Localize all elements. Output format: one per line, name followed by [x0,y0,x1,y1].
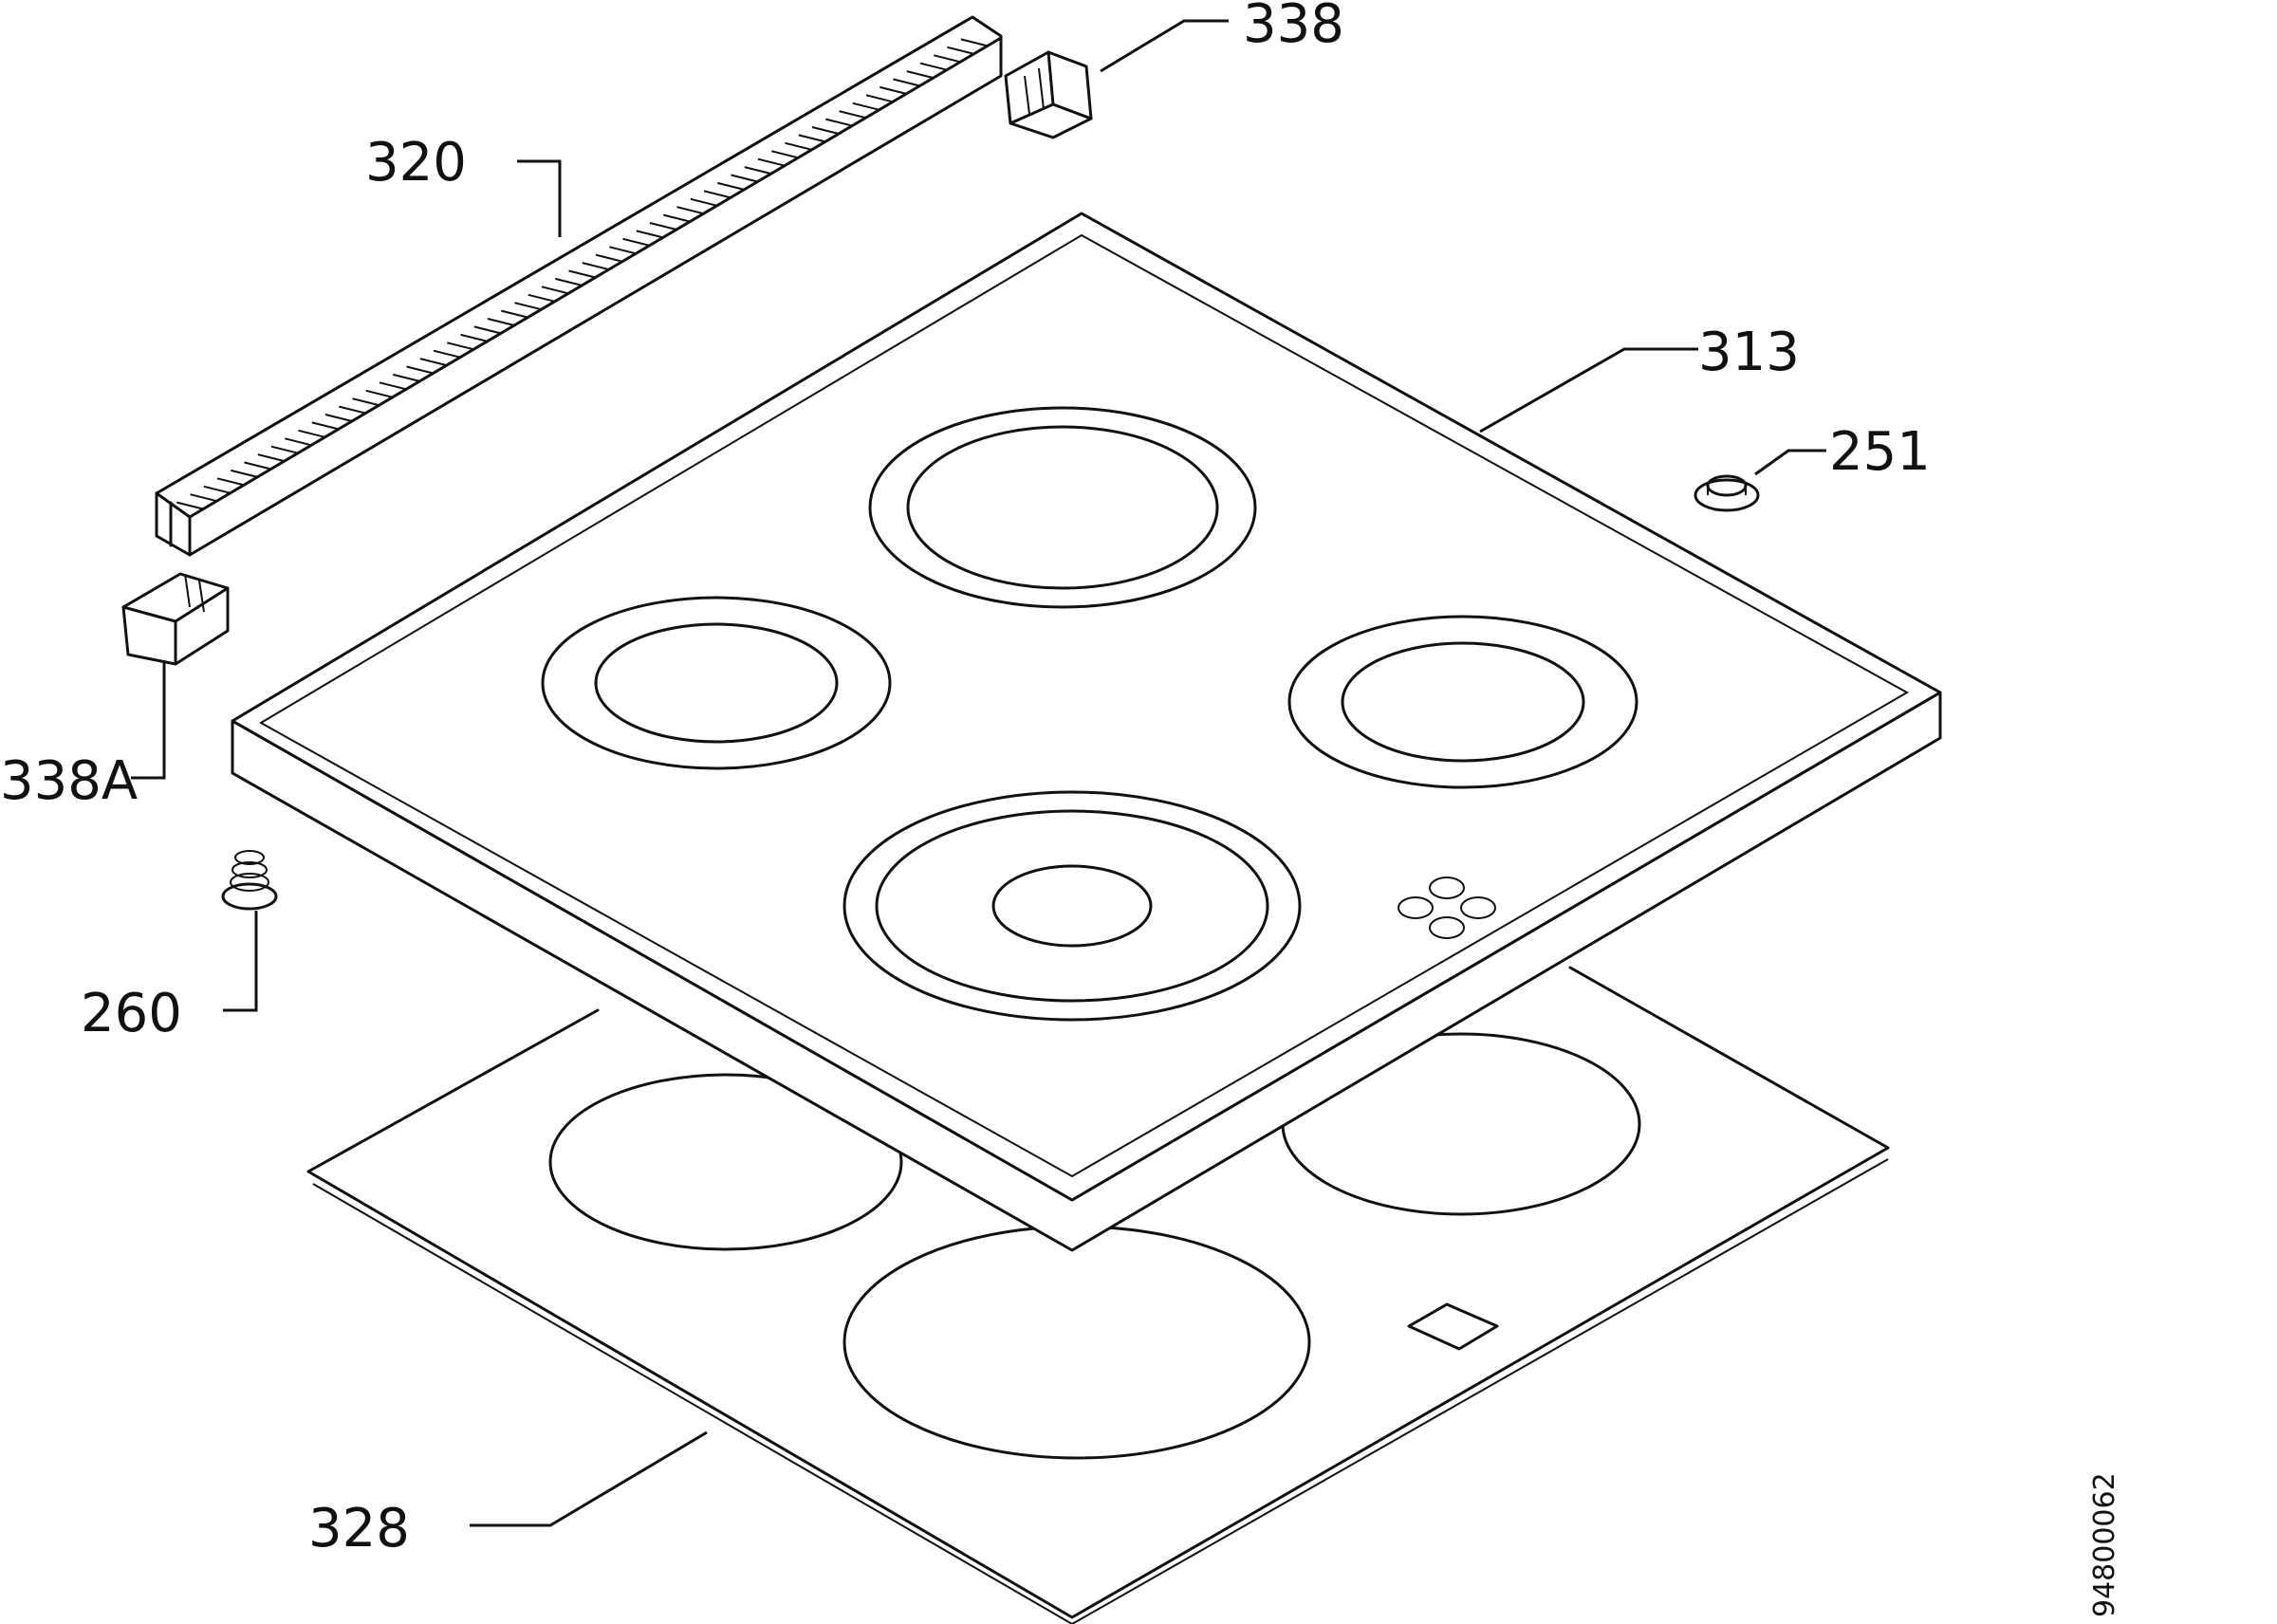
part-labels: 338 320 313 251 338A 260 328 94800062 [0,0,2121,1617]
label-260: 260 [81,983,182,1044]
leader-lines [131,19,1826,1527]
cooking-zone-right [1287,615,1638,789]
cooking-zone-left [541,596,892,770]
end-cap-338 [1004,50,1093,139]
label-338a: 338A [0,750,138,812]
label-338: 338 [1243,0,1344,55]
grommet-251 [1694,474,1760,512]
end-cap-338a [121,572,230,666]
rear-trim-profile-320 [155,15,1003,557]
ceramic-hob-top-313 [231,212,1942,1252]
label-328: 328 [308,1498,410,1559]
cooking-zone-front [842,790,1302,1022]
control-indicator-lights [1398,877,1496,939]
document-number: 94800062 [2088,1472,2121,1617]
cooking-zone-rear [868,406,1257,609]
label-320: 320 [365,132,467,194]
spring-260 [221,850,278,911]
label-251: 251 [1829,421,1931,483]
label-313: 313 [1698,322,1800,383]
